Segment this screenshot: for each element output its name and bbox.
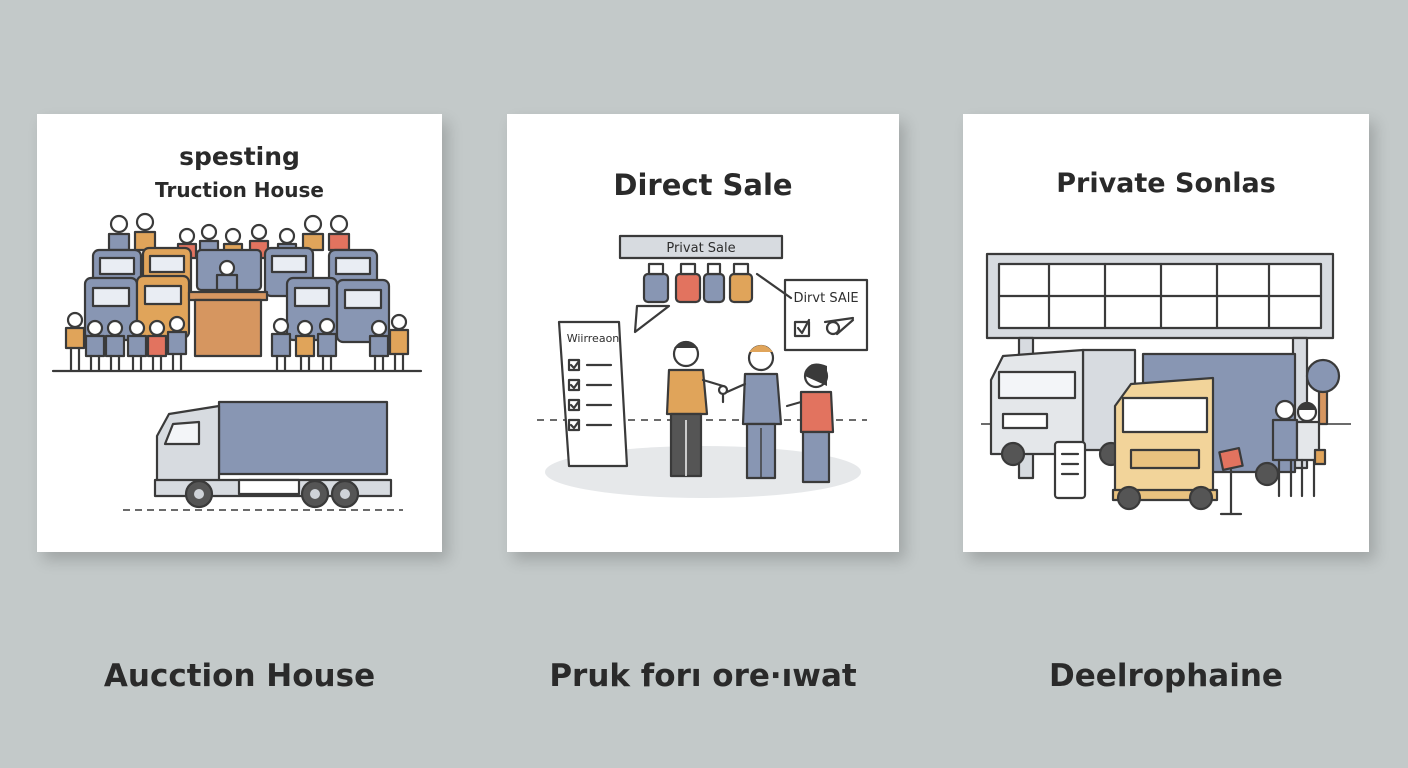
direct-sale-caption: Pruk forı ore∙ıwat: [549, 658, 857, 694]
auction-house-panel: spesting Truction House: [37, 114, 442, 552]
companion-person: [785, 363, 835, 484]
info-kiosk-right: [1218, 447, 1244, 516]
panel-title-line2: Truction House: [155, 178, 324, 202]
auction-trucks-row: [83, 246, 391, 344]
dealership-illustration: [981, 252, 1351, 516]
customer-couple: [1271, 399, 1327, 498]
side-view-truck: [153, 400, 393, 509]
auction-house-caption: Aucction House: [103, 658, 376, 694]
info-kiosk-left: [1053, 440, 1087, 500]
tree: [1305, 358, 1341, 426]
banner-text: Privat Sale: [666, 241, 735, 256]
buyer-person: [717, 344, 783, 480]
direct-sale-illustration: Privat Sale Dirvt SAlE Wiirreaon: [537, 234, 869, 498]
panel-title: Private Sonlas: [1056, 168, 1276, 199]
bubble-text: Dirvt SAlE: [793, 291, 858, 306]
panel-title: Direct Sale: [613, 168, 793, 202]
checklist-title: Wiirreaon: [567, 332, 620, 345]
blue-box-truck: [1111, 352, 1297, 511]
direct-sale-panel: Direct Sale Privat Sale Dirvt SAlE: [507, 114, 899, 552]
grey-truck: [989, 348, 1137, 467]
checklist-sign: Wiirreaon: [557, 320, 629, 468]
dealership-caption: Deelrophaine: [1049, 658, 1283, 694]
auctioneer-podium: [187, 248, 269, 358]
dealership-sign-board: [985, 252, 1335, 480]
private-sale-banner: [618, 234, 784, 260]
dealership-panel: Private Sonlas: [963, 114, 1369, 552]
panel-title-line1: spesting: [179, 142, 300, 171]
seller-person: [665, 340, 725, 478]
auction-scene-illustration: [51, 212, 423, 511]
product-jars: [642, 262, 754, 304]
auction-crowd-front: [64, 311, 410, 372]
direct-sale-bubble: [783, 278, 869, 352]
